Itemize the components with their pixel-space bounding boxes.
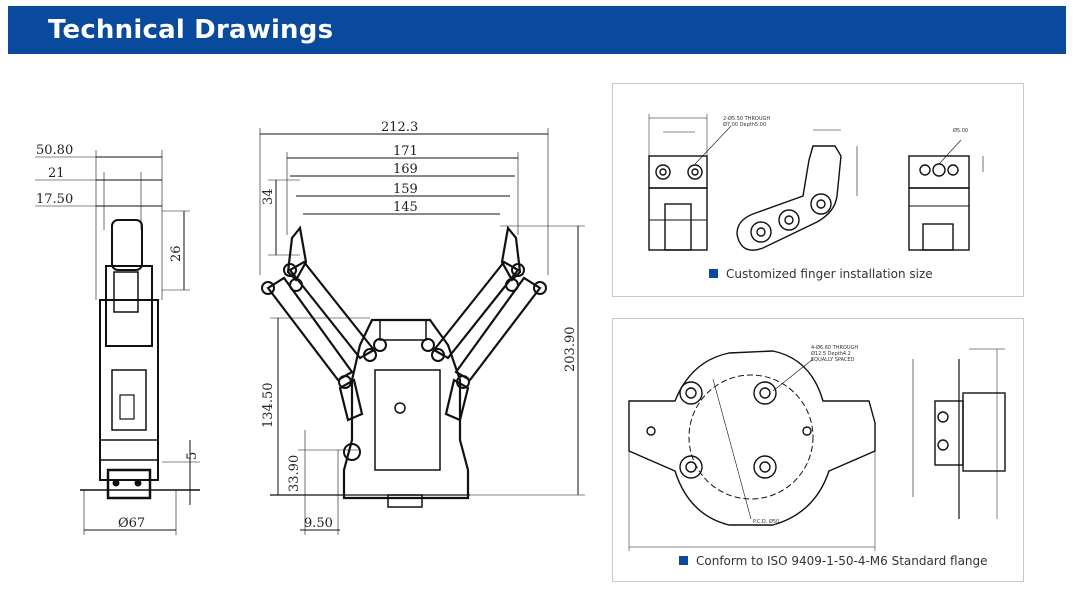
dim-5: 5: [185, 452, 200, 460]
note-through-holes: 2-Ø5.50 THROUGH: [723, 115, 770, 122]
flange-caption: Conform to ISO 9409-1-50-4-M6 Standard f…: [679, 554, 988, 568]
dim-9-50: 9.50: [304, 516, 333, 531]
caption-marker: [679, 556, 688, 565]
finger-installation-panel: 2-Ø5.50 THROUGH Ø7.00 Depth5.00 Ø5.00 Cu…: [612, 83, 1024, 297]
note-pin-hole: Ø5.00: [953, 127, 968, 134]
note-equally-spaced: EQUALLY SPACED: [811, 357, 855, 363]
dim-169: 169: [393, 162, 418, 177]
note-flange-depth: Ø12.5 Depth4.2: [811, 350, 851, 357]
dim-203-90: 203.90: [563, 327, 578, 373]
caption-marker: [709, 269, 718, 278]
dim-134-50: 134.50: [261, 383, 276, 429]
caption-text: Customized finger installation size: [726, 267, 933, 281]
dim-171: 171: [393, 144, 418, 159]
dim-26: 26: [169, 245, 184, 262]
flange-panel: 4-Ø6.60 THROUGH Ø12.5 Depth4.2 EQUALLY S…: [612, 318, 1024, 582]
dim-50-80: 50.80: [36, 143, 73, 158]
dim-21: 21: [48, 166, 65, 181]
section-header: Technical Drawings: [8, 6, 1066, 54]
dim-33-90: 33.90: [287, 455, 302, 492]
finger-installation-drawing: 2-Ø5.50 THROUGH Ø7.00 Depth5.00 Ø5.00: [648, 114, 984, 251]
dim-212-3: 212.3: [381, 120, 418, 135]
note-pcd: P.C.D. Ø50: [753, 518, 779, 525]
note-counterbore: Ø7.00 Depth5.00: [723, 121, 766, 128]
caption-text: Conform to ISO 9409-1-50-4-M6 Standard f…: [696, 554, 988, 568]
flange-drawing: 4-Ø6.60 THROUGH Ø12.5 Depth4.2 EQUALLY S…: [628, 344, 1006, 551]
dim-145: 145: [393, 200, 418, 215]
section-title: Technical Drawings: [48, 15, 334, 45]
dim-diameter-67: Ø67: [118, 516, 145, 531]
dim-34: 34: [261, 188, 276, 205]
finger-installation-caption: Customized finger installation size: [709, 267, 933, 281]
dim-17-50: 17.50: [36, 192, 73, 207]
dim-159: 159: [393, 182, 418, 197]
note-flange-through: 4-Ø6.60 THROUGH: [811, 344, 858, 351]
